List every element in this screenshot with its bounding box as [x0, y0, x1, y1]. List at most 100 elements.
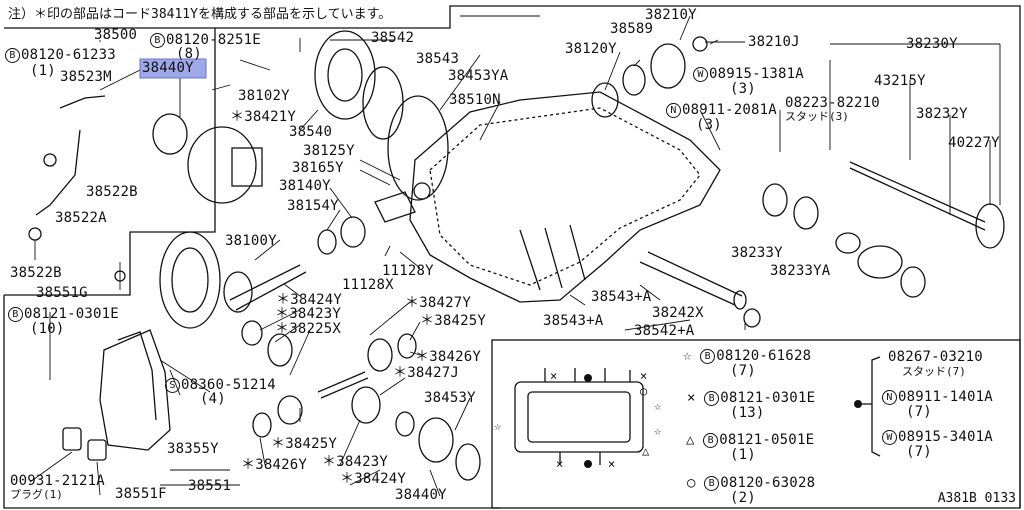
- bolt-B-symbol: B: [704, 391, 720, 406]
- label-38140Y: 38140Y: [279, 178, 331, 194]
- label-38421Y: ＊38421Y: [230, 109, 296, 125]
- label-38424Y-upper: ＊38424Y: [276, 292, 342, 308]
- cross-symbol: ×: [687, 390, 696, 406]
- label-38551G: 38551G: [36, 285, 88, 301]
- qty-08120-8251E: (8): [176, 46, 202, 62]
- label-38522A: 38522A: [55, 210, 107, 226]
- legend-r2-qty: (7): [906, 404, 932, 420]
- label-38100Y: 38100Y: [225, 233, 277, 249]
- label-38543A-lower: 38543+A: [543, 313, 604, 329]
- figure-reference: A381B 0133: [937, 491, 1016, 506]
- legend-tri-part: 08121-0501E: [719, 432, 815, 448]
- mini-x-4: ×: [608, 457, 616, 471]
- circle-symbol: ○: [687, 475, 696, 491]
- front-flange: [650, 43, 686, 89]
- drain-plug: [62, 427, 82, 451]
- housing-cover-flange: [429, 107, 701, 286]
- drive-pinion: [229, 264, 307, 311]
- label-38120Y: 38120Y: [565, 41, 617, 57]
- label-38522B-lower: 38522B: [10, 265, 62, 281]
- label-38427J: ＊38427J: [393, 365, 459, 381]
- qty-08911-2081A: (3): [696, 117, 722, 133]
- label-38500: 38500: [94, 27, 138, 43]
- bolt-B-symbol: B: [703, 433, 719, 448]
- label-38102Y: 38102Y: [238, 88, 290, 104]
- carrier-housing: [409, 91, 721, 303]
- legend-bracket: [862, 356, 881, 457]
- nut-N-symbol: N: [666, 103, 681, 118]
- legend-cover-outline: [514, 381, 644, 453]
- legend-r3-qty: (7): [906, 444, 932, 460]
- breather-hose: [35, 129, 81, 216]
- mini-star-right-2: ☆: [654, 424, 662, 438]
- label-38523M: 38523M: [60, 69, 112, 85]
- highlighted-part-box: [139, 58, 207, 79]
- label-38230Y: 38230Y: [906, 36, 958, 52]
- washer-W-symbol: W: [882, 430, 897, 445]
- ring-gear: [159, 231, 221, 329]
- star-symbol: ☆: [683, 348, 692, 364]
- label-38233YA: 38233YA: [770, 263, 831, 279]
- legend-star-part: 08120-61628: [716, 348, 812, 364]
- label-38543: 38543: [416, 51, 460, 67]
- label-38125Y: 38125Y: [303, 143, 355, 159]
- label-08120-8251E-part: 08120-8251E: [166, 32, 261, 48]
- rear-cover-bore: [314, 30, 376, 120]
- washer-W-symbol: W: [693, 67, 708, 82]
- frame-left-step: [4, 28, 216, 296]
- label-38210Y: 38210Y: [645, 7, 697, 23]
- label-11128X: 11128X: [342, 277, 394, 293]
- legend-r1-sub: スタッド(7): [902, 365, 966, 378]
- label-38225X: ＊38225X: [275, 321, 341, 337]
- label-38551: 38551: [188, 478, 232, 494]
- mini-star-right-1: ☆: [654, 399, 662, 413]
- screw-S-symbol: S: [165, 378, 180, 393]
- qty-08121-0301E: (10): [30, 321, 65, 337]
- mini-x-1: ×: [550, 369, 558, 383]
- label-38233Y: 38233Y: [731, 245, 783, 261]
- label-38426Y-upper: ＊38426Y: [415, 349, 481, 365]
- label-38440Y-lower: 38440Y: [395, 487, 447, 503]
- frame-top: [4, 5, 1021, 508]
- label-08915-1381A-part: 08915-1381A: [709, 66, 804, 82]
- note-text: 注）＊印の部品はコード38411Yを構成する部品を示しています。: [8, 7, 392, 22]
- label-38540: 38540: [289, 124, 333, 140]
- mini-star-left: ☆: [494, 419, 502, 433]
- qty-08915-1381A: (3): [730, 81, 756, 97]
- axle-tube: [639, 251, 743, 306]
- label-38424Y-lower: ＊38424Y: [340, 471, 406, 487]
- mini-x-3: ×: [556, 457, 564, 471]
- side-axle-shaft: [849, 161, 986, 231]
- label-38423Y-lower: ＊38423Y: [322, 454, 388, 470]
- label-08911-2081A-part: 08911-2081A: [682, 102, 777, 118]
- nut-N-symbol: N: [882, 390, 897, 405]
- frame-bottom-left: [3, 295, 500, 509]
- label-38440Y-highlighted[interactable]: 38440Y: [142, 60, 194, 76]
- legend-circle-part: 08120-63028: [720, 475, 816, 491]
- mini-circle: ○: [640, 384, 648, 398]
- legend-r3-part: 08915-3401A: [898, 429, 993, 445]
- bolt-B-symbol: B: [8, 307, 23, 322]
- label-38232Y: 38232Y: [916, 106, 968, 122]
- bolt-B-symbol: B: [704, 476, 720, 491]
- legend-x-part: 08121-0301E: [720, 390, 816, 406]
- label-38423Y-upper: ＊38423Y: [275, 306, 341, 322]
- label-08360-51214-part: 08360-51214: [181, 377, 276, 393]
- side-bearing-lower: [418, 417, 454, 463]
- label-38543A-right: 38543+A: [591, 289, 652, 305]
- legend-r1-part: 08267-03210: [888, 349, 983, 365]
- label-38589: 38589: [610, 21, 654, 37]
- legend-r2-part: 08911-1401A: [898, 389, 993, 405]
- qty-08360-51214: (4): [200, 391, 226, 407]
- label-08121-0301E-part: 08121-0301E: [24, 306, 119, 322]
- label-08120-61233-part: 08120-61233: [21, 47, 116, 63]
